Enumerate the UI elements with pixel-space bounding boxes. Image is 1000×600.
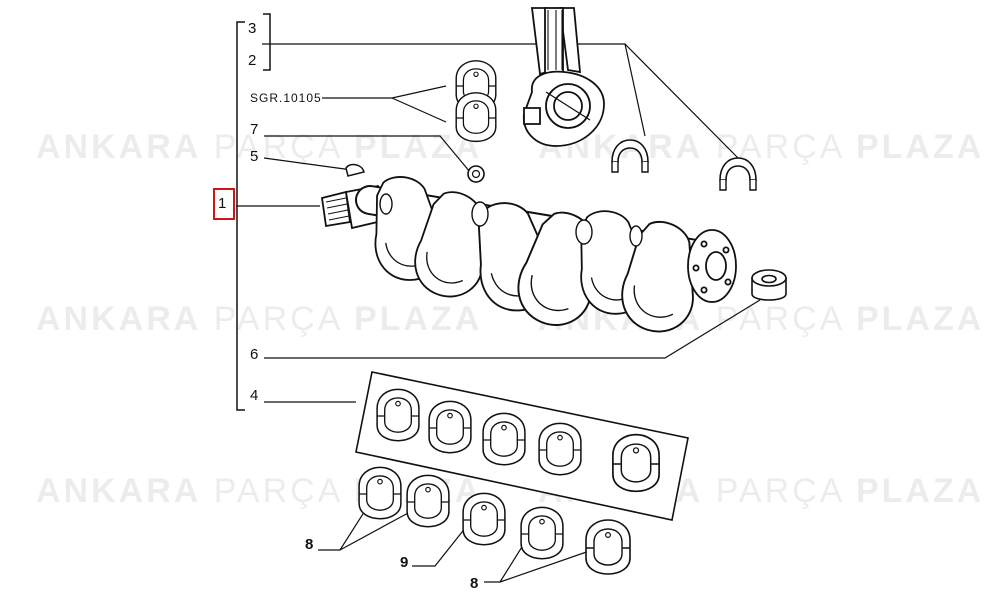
thrust-washer-left [611,139,649,173]
watermark-word: PLAZA [855,300,985,338]
watermark-word: PLAZA [855,472,985,510]
callout-2: 2 [248,52,257,69]
watermark-word: ANKARA [36,300,202,338]
watermark-word: PARÇA [213,472,342,510]
pilot-bearing [751,269,787,301]
connecting-rod [523,7,605,147]
watermark-word: PLAZA [855,128,985,166]
watermark-word: PARÇA [715,300,844,338]
main-bearing-kit [355,371,689,521]
callout-8: 8 [305,536,314,553]
thrust-washer-right [719,157,757,191]
group-bracket [236,13,271,411]
callout-sgr-10105: SGR.10105 [250,91,322,105]
callout-3: 3 [248,20,257,37]
callout-8-second: 8 [470,575,479,592]
watermark-word: PARÇA [715,472,844,510]
watermark: ANKARA PARÇA PLAZA [36,300,482,339]
callout-6: 6 [250,346,259,363]
selected-part-highlight[interactable] [213,188,235,220]
watermark-word: PLAZA [353,300,483,338]
pilot-bushing [467,165,485,183]
callout-7: 7 [250,121,259,138]
callout-5: 5 [250,148,259,165]
leader-lines [236,43,761,583]
watermark: ANKARA PARÇA PLAZA [36,472,482,511]
woodruff-key [345,163,365,177]
watermark-word: ANKARA [36,472,202,510]
watermark-word: PARÇA [213,300,342,338]
rod-bearing-bottom [455,92,497,143]
callout-4: 4 [250,387,259,404]
crankshaft [320,171,737,337]
callout-9: 9 [400,554,409,571]
watermark: ANKARA PARÇA PLAZA [36,128,482,167]
callout-1: 1 [218,195,227,212]
watermark-word: ANKARA [36,128,202,166]
